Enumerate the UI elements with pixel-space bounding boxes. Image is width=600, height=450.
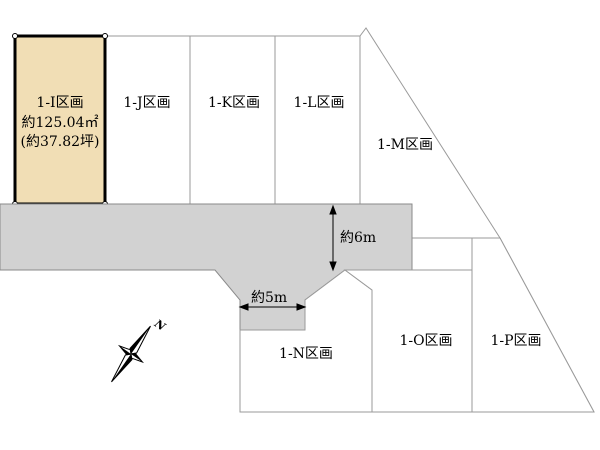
road-width-5m-label: 約5m	[251, 290, 287, 306]
lot-1o[interactable]	[343, 269, 473, 413]
lot-1i-area-tsubo: (約37.82坪)	[20, 134, 99, 150]
compass-north-label: N	[151, 317, 168, 335]
lot-1l[interactable]	[274, 35, 361, 205]
lot-1k[interactable]	[189, 35, 276, 205]
road-width-dimension-6m	[329, 204, 337, 272]
lot-1n-name: 1-N区画	[279, 346, 333, 362]
lot-1o-name: 1-O区画	[399, 333, 452, 349]
lot-outlines-lower	[239, 237, 595, 413]
lot-1i-area-sqm: 約125.04㎡	[22, 115, 99, 131]
lot-1j[interactable]	[104, 35, 191, 205]
lot-1p-name: 1-P区画	[490, 333, 541, 349]
lot-1k-name: 1-K区画	[208, 95, 260, 111]
compass-rose-icon	[111, 325, 151, 383]
road-width-6m-label: 約6m	[340, 230, 376, 246]
lot-outlines-upper	[18, 27, 595, 413]
road-width-dimension-5m	[238, 303, 307, 311]
lot-1l-name: 1-L区画	[294, 95, 345, 111]
lot-1p[interactable]	[471, 237, 595, 413]
lot-1i-name: 1-I区画	[36, 95, 83, 111]
lot-1m-name: 1-M区画	[377, 137, 433, 153]
lot-1j-name: 1-J区画	[123, 95, 170, 111]
